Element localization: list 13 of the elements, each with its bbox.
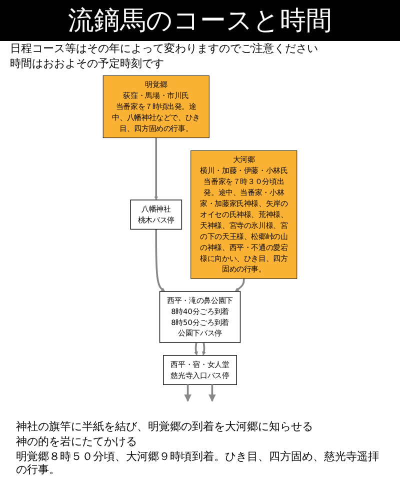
arrow (154, 137, 158, 200)
note-text: 日程コース等はその年によって変わりますのでご注意ください (10, 42, 319, 56)
title: 流鏑馬のコースと時間 (0, 0, 400, 41)
note-text: 明覚郷８時５０分頃、大河郷９時頃到着。ひき目、四方固め、慈光寺遥拝の行事。 (16, 450, 380, 477)
arrow (234, 278, 245, 292)
note-text: 時間はおおよその予定時刻です (10, 56, 165, 70)
arrow (184, 384, 192, 402)
arrow (208, 384, 216, 402)
note-text: 神の的を岩にたてかける (16, 434, 138, 448)
arrow (194, 342, 198, 356)
arrow (155, 228, 166, 292)
arrow (202, 342, 206, 356)
note-text: 神社の旗竿に半紙を結び、明覚郷の到着を大河郷に知らせる (16, 420, 314, 434)
